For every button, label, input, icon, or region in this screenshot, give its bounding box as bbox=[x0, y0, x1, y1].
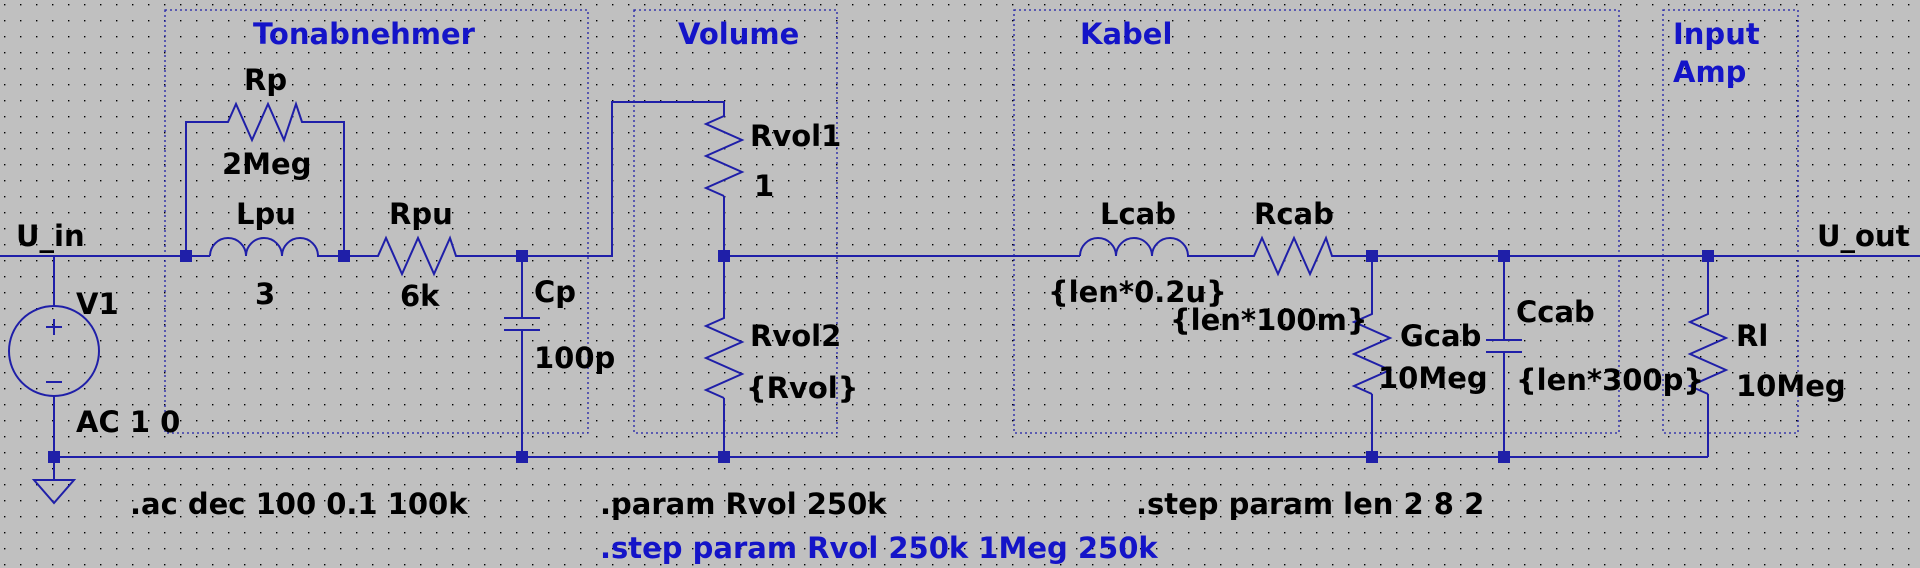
block-pickup-box bbox=[164, 9, 589, 434]
ccab-name-label: Ccab bbox=[1516, 295, 1595, 329]
rcab-name-label: Rcab bbox=[1254, 197, 1334, 231]
rp-value-label: 2Meg bbox=[222, 147, 311, 181]
rvol1-value-label: 1 bbox=[754, 169, 774, 203]
v1-name-label: V1 bbox=[76, 287, 119, 321]
ccab-value-label: {len*300p} bbox=[1516, 363, 1704, 397]
lcab-value-label: {len*0.2u} bbox=[1048, 275, 1227, 309]
ground-icon bbox=[31, 479, 77, 505]
block-pickup-title: Tonabnehmer bbox=[253, 17, 476, 51]
v1-voltage-source-symbol[interactable] bbox=[8, 305, 100, 397]
rl-name-label: Rl bbox=[1736, 319, 1768, 353]
cp-capacitor-symbol[interactable] bbox=[504, 317, 540, 331]
rpu-resistor-symbol[interactable] bbox=[372, 235, 462, 277]
rcab-resistor-symbol[interactable] bbox=[1248, 235, 1338, 277]
rpu-value-label: 6k bbox=[400, 279, 440, 313]
lcab-inductor-symbol[interactable] bbox=[1079, 237, 1196, 257]
junction-dots bbox=[48, 250, 1714, 463]
rvol1-resistor-symbol[interactable] bbox=[703, 112, 745, 197]
lpu-inductor-symbol[interactable] bbox=[209, 237, 320, 257]
block-cable-box bbox=[1013, 9, 1620, 434]
directive-step-len[interactable]: .step param len 2 8 2 bbox=[1136, 487, 1484, 521]
cp-value-label: 100p bbox=[534, 341, 615, 375]
directive-step-rvol[interactable]: .step param Rvol 250k 1Meg 250k bbox=[600, 531, 1158, 565]
block-volume-box bbox=[633, 9, 838, 434]
directive-ac[interactable]: .ac dec 100 0.1 100k bbox=[130, 487, 468, 521]
net-label-u-out: U_out bbox=[1817, 219, 1910, 253]
gcab-value-label: 10Meg bbox=[1378, 361, 1488, 395]
rl-value-label: 10Meg bbox=[1736, 369, 1846, 403]
directive-param[interactable]: .param Rvol 250k bbox=[600, 487, 887, 521]
block-input-amp-box bbox=[1662, 9, 1799, 434]
gcab-name-label: Gcab bbox=[1400, 319, 1481, 353]
block-cable-title: Kabel bbox=[1080, 17, 1172, 51]
lpu-name-label: Lpu bbox=[236, 197, 296, 231]
v1-value-label: AC 1 0 bbox=[76, 405, 180, 439]
rpu-name-label: Rpu bbox=[389, 197, 453, 231]
block-volume-title: Volume bbox=[678, 17, 799, 51]
gcab-resistor-symbol[interactable] bbox=[1351, 310, 1393, 395]
cp-name-label: Cp bbox=[534, 275, 576, 309]
rvol2-value-label: {Rvol} bbox=[746, 371, 858, 405]
rcab-value-label: {len*100m} bbox=[1170, 303, 1367, 337]
rp-name-label: Rp bbox=[244, 63, 287, 97]
rvol2-name-label: Rvol2 bbox=[750, 319, 841, 353]
rp-resistor-symbol[interactable] bbox=[222, 100, 308, 143]
rl-resistor-symbol[interactable] bbox=[1687, 310, 1729, 395]
block-input-amp-title-line2: Amp bbox=[1673, 55, 1746, 89]
net-label-u-in: U_in bbox=[16, 219, 85, 253]
ccab-capacitor-symbol[interactable] bbox=[1486, 339, 1522, 353]
block-input-amp-title-line1: Input bbox=[1673, 17, 1760, 51]
lcab-name-label: Lcab bbox=[1100, 197, 1176, 231]
rvol2-resistor-symbol[interactable] bbox=[703, 314, 745, 399]
rvol1-name-label: Rvol1 bbox=[750, 119, 841, 153]
lpu-value-label: 3 bbox=[255, 277, 275, 311]
